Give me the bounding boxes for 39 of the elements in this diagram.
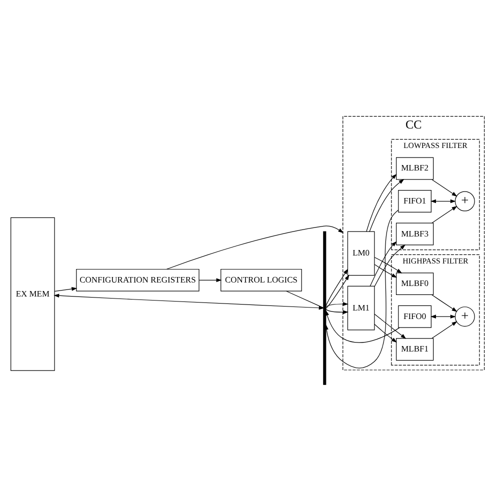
node-box: CONTROL LOGICS [220, 268, 302, 291]
arrow [430, 314, 456, 318]
arrow [432, 294, 458, 312]
arrow [54, 286, 78, 292]
arrow [166, 225, 344, 270]
arrow [432, 320, 458, 338]
node-bar [323, 230, 326, 384]
node-box: FIFO0 [398, 304, 432, 328]
arrow [432, 205, 458, 223]
arrow [324, 209, 399, 368]
arrow [374, 264, 398, 278]
arrow [374, 244, 406, 286]
arrow [374, 323, 397, 342]
arrow [370, 240, 397, 286]
arrow [366, 173, 397, 232]
node-box: LM0 [347, 230, 375, 276]
node-box: MLBF3 [396, 222, 434, 245]
arrow [325, 310, 400, 342]
node-box: MLBF1 [396, 338, 434, 360]
arrow [198, 278, 222, 282]
arrow [430, 198, 456, 203]
node-circle: + [454, 190, 475, 211]
arrow [432, 178, 458, 196]
arrow [54, 293, 324, 310]
arrow [374, 313, 406, 338]
node-circle: + [454, 306, 475, 326]
arrow [326, 308, 348, 314]
node-box: MLBF2 [396, 156, 434, 180]
connector [286, 290, 324, 308]
arrow [326, 268, 348, 306]
arrow [326, 302, 348, 307]
node-box: LM1 [347, 285, 375, 330]
arrow [374, 256, 402, 273]
node-box: MLBF0 [396, 272, 434, 295]
arrow [369, 178, 404, 232]
node-box: EX MEM [10, 216, 55, 370]
node-box: FIFO1 [398, 190, 432, 212]
node-box: CONFIGURATION REGISTERS [76, 268, 200, 291]
arrow [326, 274, 350, 308]
